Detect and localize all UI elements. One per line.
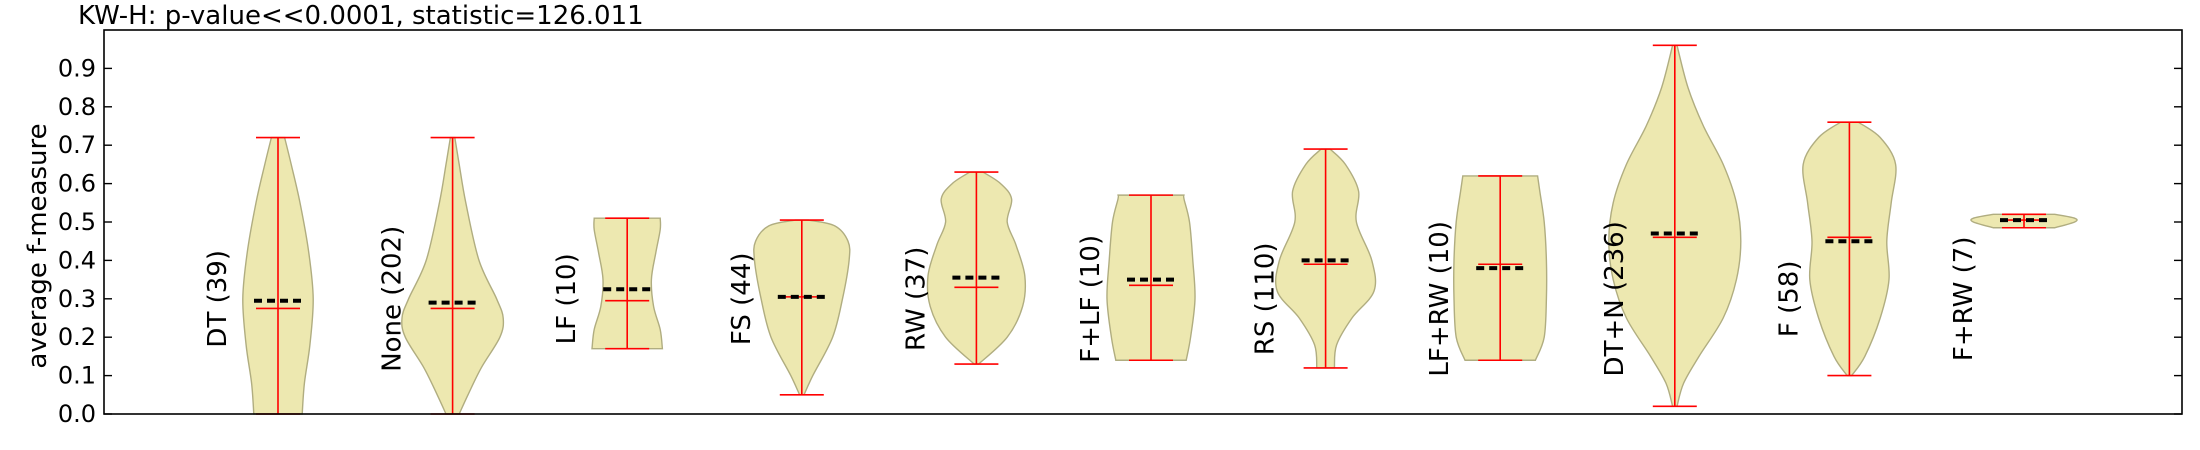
violin-group: F+LF (10) [1076, 194, 1196, 363]
violin-group: DT+N (236) [1600, 44, 1742, 408]
y-tick-label: 0.5 [58, 208, 96, 236]
violin-group: FS (44) [727, 219, 851, 396]
y-tick-label: 0.2 [58, 323, 96, 351]
y-tick-label: 0.7 [58, 131, 96, 159]
violin-group: LF+RW (10) [1425, 175, 1548, 377]
violin-label: None (202) [378, 226, 408, 372]
violin-group: F+RW (7) [1949, 213, 2078, 362]
y-tick-label: 0.8 [58, 93, 96, 121]
violin-label: F+RW (7) [1949, 237, 1979, 362]
y-tick-label: 0.0 [58, 400, 96, 428]
violin-label: F (58) [1774, 261, 1804, 338]
plot-frame [103, 29, 2183, 415]
violin-group: DT (39) [203, 136, 314, 415]
y-axis-ticks: 0.0 0.1 0.2 0.3 0.4 0.5 0.6 0.7 0.8 0.9 [58, 54, 2182, 428]
y-tick-label: 0.9 [58, 54, 96, 82]
y-tick-label: 0.1 [58, 362, 96, 390]
violin-label: DT (39) [203, 250, 233, 348]
violin-label: LF (10) [552, 253, 582, 344]
y-tick-label: 0.6 [58, 170, 96, 198]
violin-group: None (202) [378, 136, 505, 415]
violin-group: F (58) [1774, 121, 1897, 377]
y-tick-label: 0.3 [58, 285, 96, 313]
chart-title: KW-H: p-value<<0.0001, statistic=126.011 [78, 1, 644, 31]
violin-label: LF+RW (10) [1425, 221, 1455, 377]
violin-label: FS (44) [727, 252, 757, 345]
violin-label: RW (37) [901, 247, 931, 351]
violin-label: RS (110) [1251, 242, 1281, 355]
violin-label: DT+N (236) [1600, 221, 1630, 376]
violin-group: RS (110) [1251, 148, 1377, 369]
y-axis-label: average f-measure [23, 123, 53, 368]
violin-group: RW (37) [901, 171, 1027, 365]
violin-group: LF (10) [552, 217, 664, 350]
violin-label: F+LF (10) [1076, 235, 1106, 363]
y-tick-label: 0.4 [58, 246, 96, 274]
violins: DT (39) None (202) LF (10) FS (44) RW (37) F+… [203, 44, 2078, 415]
